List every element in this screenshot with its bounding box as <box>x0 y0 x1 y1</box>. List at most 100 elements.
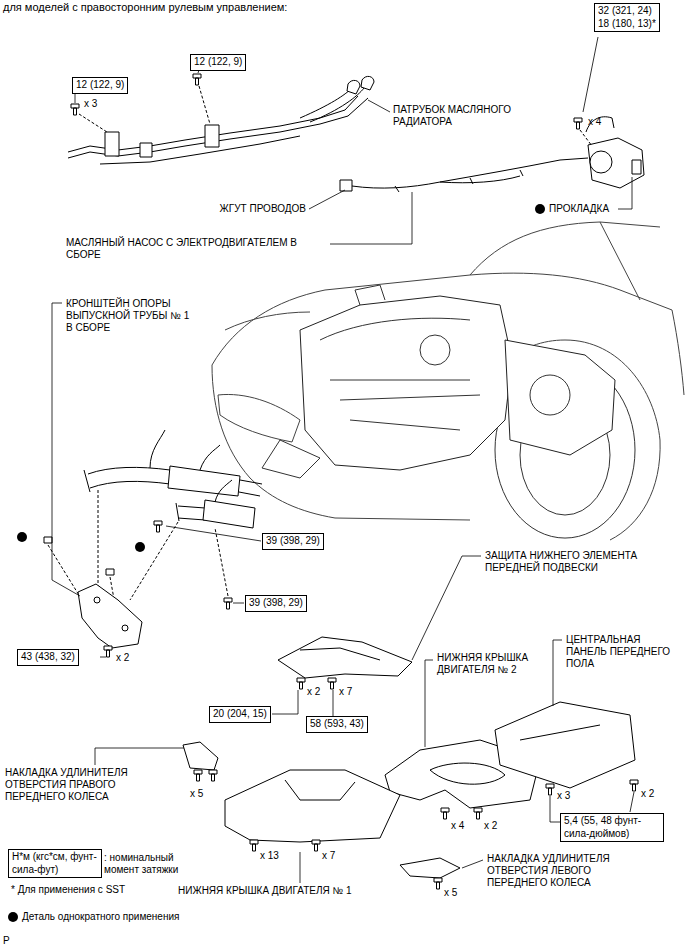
harness-clip <box>395 170 523 192</box>
leader-line <box>553 640 562 706</box>
nut-symbol <box>106 569 114 575</box>
cover-detail <box>430 763 505 784</box>
car-body <box>600 222 640 300</box>
torque-box: 39 (398, 29) <box>262 533 324 550</box>
dashed-guide <box>48 545 82 600</box>
quantity-label: x 4 <box>451 820 464 832</box>
engine-under-cover-1 <box>225 770 400 842</box>
pump-hose <box>586 117 614 132</box>
quantity-label: x 5 <box>190 788 203 800</box>
catalytic-converter <box>203 500 255 528</box>
dashed-guide <box>130 522 178 600</box>
exhaust-pipe <box>90 481 170 488</box>
subframe <box>262 440 320 478</box>
engine-detail <box>340 395 480 400</box>
single-use-mark <box>8 912 18 922</box>
bolt-symbol <box>312 840 320 851</box>
leader-line <box>75 93 76 103</box>
center-floor-panel <box>495 702 635 788</box>
part-label: МАСЛЯНЫЙ НАСОС С ЭЛЕКТРОДВИГАТЕЛЕМ В СБО… <box>66 237 321 261</box>
oxygen-sensor-wire <box>215 480 232 502</box>
wire-harness <box>440 176 520 183</box>
oxygen-sensor-wire <box>150 430 165 468</box>
torque-box: 12 (122, 9) <box>72 77 128 94</box>
oxygen-sensor-wire <box>200 445 220 470</box>
quantity-label: x 13 <box>260 850 279 862</box>
exhaust-flange <box>84 470 90 492</box>
bolt-symbol <box>441 808 449 819</box>
bolt-symbol <box>209 770 217 781</box>
wire-harness <box>352 158 588 188</box>
dashed-guide <box>580 130 592 146</box>
leader-line <box>368 100 390 112</box>
bolt-symbol <box>104 646 112 657</box>
bolt-symbol <box>474 808 482 819</box>
dashed-guide <box>98 490 99 588</box>
suspension-protector <box>278 637 412 678</box>
engine-detail <box>420 335 450 365</box>
torque-value: 20 (204, 15) <box>213 708 267 721</box>
pump-motor <box>590 151 612 173</box>
oil-pipe <box>300 88 352 118</box>
exhaust-pipe <box>88 467 170 474</box>
bolt-symbol <box>193 74 201 85</box>
exhaust-pipe <box>239 480 262 496</box>
leader-line <box>166 526 261 541</box>
leader-line <box>309 190 345 209</box>
single-use-mark <box>17 532 27 542</box>
wheel-opening-cover-left <box>400 858 460 878</box>
quantity-label: x 2 <box>116 652 129 664</box>
leader-line <box>583 37 598 112</box>
bolt-symbol <box>154 521 162 532</box>
diagram-title: для моделей с правосторонним рулевым упр… <box>3 1 287 14</box>
quantity-label: x 2 <box>484 820 497 832</box>
leader-line <box>630 792 634 812</box>
bolt-symbol <box>328 678 336 689</box>
pipe-bracket <box>205 125 219 147</box>
engine-detail <box>350 420 460 430</box>
single-use-mark <box>535 204 545 214</box>
bracket-hole <box>94 597 128 631</box>
exhaust-pipe <box>178 506 205 520</box>
quantity-label: x 2 <box>307 686 320 698</box>
torque-box: 5,4 (55, 48 фунт-сила-дюймов) <box>560 813 664 842</box>
torque-value: 12 (122, 9) <box>76 79 124 92</box>
bolt-symbol <box>250 840 258 851</box>
oil-pipe <box>100 136 300 164</box>
torque-value: Н*м (кгс*см, фунт-сила-фут) <box>12 851 98 876</box>
leader-line <box>330 192 412 244</box>
nut-symbol <box>44 537 52 543</box>
part-label: НАКЛАДКА УДЛИНИТЕЛЯ ОТВЕРСТИЯ ПРАВОГО ПЕ… <box>5 767 140 803</box>
leader-line <box>425 660 433 747</box>
leader-line <box>100 657 106 658</box>
dashed-guide <box>215 528 228 596</box>
part-label: КРОНШТЕЙН ОПОРЫ ВЫПУСКНОЙ ТРУБЫ № 1 В СБ… <box>66 298 194 334</box>
engine-detail <box>530 375 570 415</box>
single-use-mark <box>135 542 145 552</box>
windshield <box>470 222 660 275</box>
leader-line <box>272 690 298 714</box>
torque-value: 5,4 (55, 48 фунт-сила-дюймов) <box>564 815 660 840</box>
torque-box: 58 (593, 43) <box>306 716 368 733</box>
quantity-label: ПРОКЛАДКА <box>549 203 609 215</box>
torque-value: 18 (180, 13)* <box>598 18 656 31</box>
torque-value: 58 (593, 43) <box>310 718 364 731</box>
quantity-label: x 7 <box>339 686 352 698</box>
bolt-symbol <box>630 780 638 791</box>
part-label: ЗАЩИТА НИЖНЕГО ЭЛЕМЕНТА ПЕРЕДНЕЙ ПОДВЕСК… <box>485 550 670 574</box>
wheel-opening-cover-right <box>183 742 218 770</box>
cover-detail <box>285 780 355 800</box>
leader-line <box>618 177 632 209</box>
leader-line <box>52 303 80 596</box>
quantity-label: P <box>3 935 10 947</box>
torque-box: 39 (398, 29) <box>245 595 307 612</box>
gasket <box>632 160 641 174</box>
exhaust-bracket <box>78 584 142 648</box>
bolt-symbol <box>71 104 79 115</box>
car-body <box>672 310 684 395</box>
torque-box: 12 (122, 9) <box>190 54 246 71</box>
part-label: ПАТРУБОК МАСЛЯНОГО РАДИАТОРА <box>393 104 523 128</box>
leader-line <box>462 860 483 868</box>
